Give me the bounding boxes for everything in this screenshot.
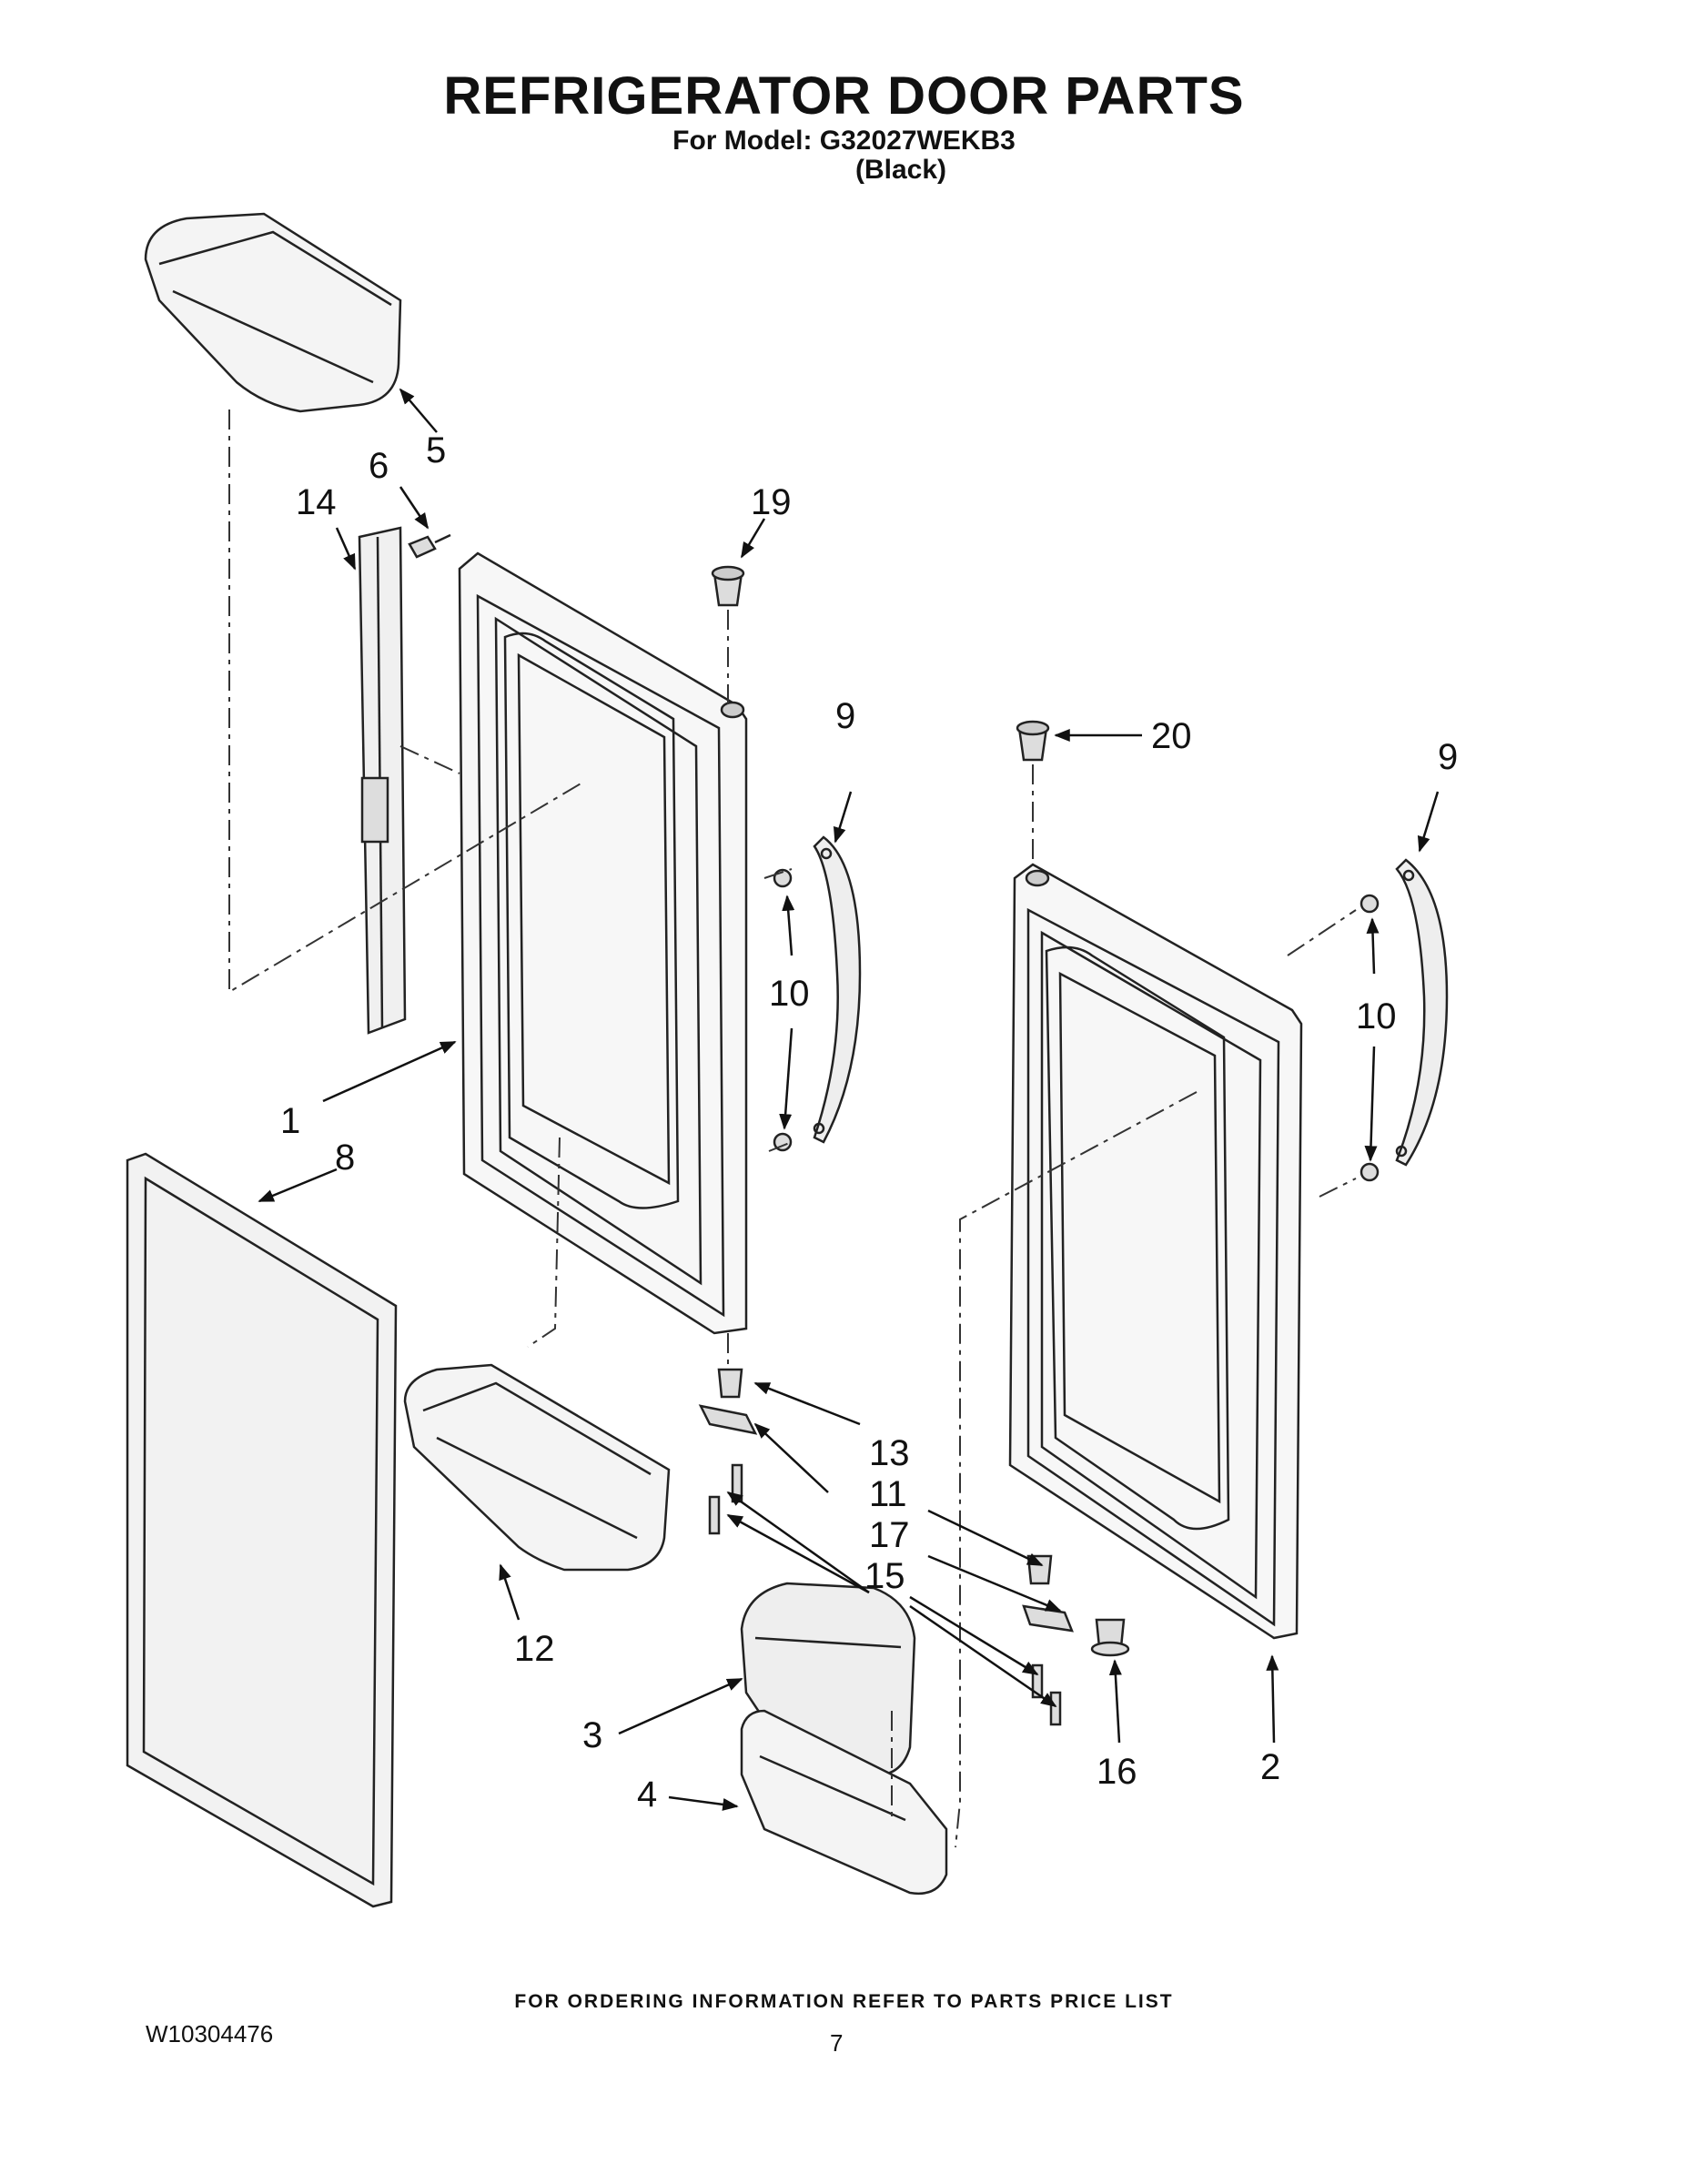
callout-2: 2 — [1260, 1747, 1280, 1787]
door-bin-lower — [403, 1363, 671, 1572]
hinge-parts-right — [1022, 1554, 1130, 1726]
callout-15: 15 — [864, 1556, 905, 1596]
left-door — [458, 551, 748, 1335]
callout-17: 17 — [869, 1515, 910, 1555]
callout-8: 8 — [335, 1138, 355, 1178]
mullion-strip — [358, 526, 407, 1035]
color-line: (Black) — [855, 155, 947, 185]
callout-labels: 5 6 14 19 20 9 9 10 10 1 8 13 11 17 15 1… — [280, 430, 1458, 1815]
callout-5: 5 — [426, 430, 446, 470]
callout-9-right: 9 — [1438, 737, 1458, 777]
door-handle-right — [1395, 858, 1449, 1167]
dispenser-tray — [740, 1709, 948, 1896]
callout-3: 3 — [582, 1715, 602, 1755]
callout-10-right: 10 — [1356, 996, 1397, 1036]
ordering-note: FOR ORDERING INFORMATION REFER TO PARTS … — [514, 1991, 1174, 2012]
callout-14: 14 — [296, 482, 337, 522]
callout-12: 12 — [514, 1629, 555, 1669]
callout-16: 16 — [1097, 1752, 1137, 1792]
right-door — [1008, 863, 1303, 1640]
document-number: W10304476 — [146, 2020, 274, 2048]
page-number: 7 — [830, 2029, 844, 2057]
model-line: For Model: G32027WEKB3 — [672, 126, 1016, 156]
callout-11: 11 — [869, 1474, 907, 1514]
callout-19: 19 — [751, 482, 792, 522]
callout-10-left: 10 — [769, 974, 810, 1014]
callout-9-left: 9 — [835, 696, 855, 736]
screw-part-6 — [408, 533, 451, 559]
callout-1: 1 — [280, 1101, 300, 1141]
bushing-part-19 — [711, 565, 745, 607]
door-bin-upper — [144, 212, 402, 413]
callout-6: 6 — [369, 446, 389, 486]
callout-20: 20 — [1151, 716, 1192, 756]
handle-studs — [773, 868, 1380, 1182]
page-title: REFRIGERATOR DOOR PARTS — [443, 66, 1245, 126]
hinge-parts-left — [698, 1368, 758, 1535]
door-handle-left — [813, 835, 862, 1144]
callout-4: 4 — [637, 1774, 657, 1815]
callout-13: 13 — [869, 1433, 910, 1473]
door-gasket — [126, 1152, 398, 1908]
bushing-part-20 — [1016, 720, 1050, 762]
